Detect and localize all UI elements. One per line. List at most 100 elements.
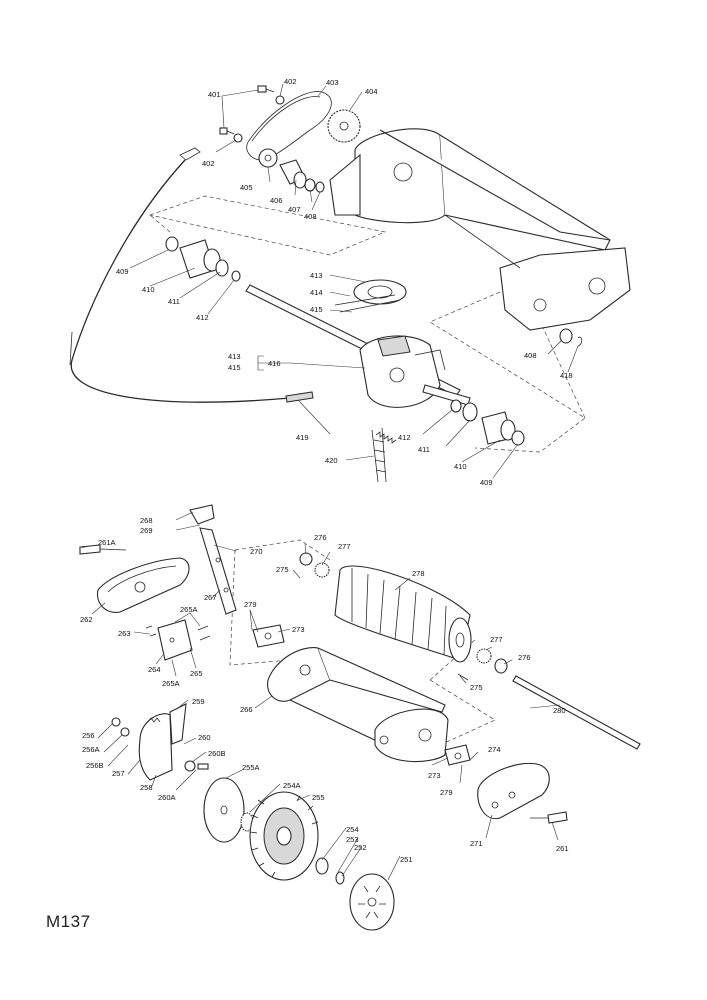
part-labels: 401 402 402 403 404 405 406 407 408 408 …	[80, 77, 573, 864]
label-265A-top: 265A	[180, 605, 198, 614]
wheel-disc-255A	[203, 777, 245, 843]
label-263: 263	[118, 629, 131, 638]
label-413b: 413	[228, 352, 241, 361]
label-256B: 256B	[86, 761, 104, 770]
label-254A: 254A	[283, 781, 301, 790]
label-409a: 409	[116, 267, 129, 276]
assembly-outline-upper	[148, 195, 586, 453]
label-262: 262	[80, 615, 93, 624]
label-265A-bottom: 265A	[162, 679, 180, 688]
label-259: 259	[192, 697, 205, 706]
leader-lines-upper	[129, 83, 579, 479]
label-410b: 410	[454, 462, 467, 471]
label-255A: 255A	[242, 763, 260, 772]
label-256: 256	[82, 731, 95, 740]
control-cable	[69, 147, 314, 403]
label-271: 271	[470, 839, 483, 848]
label-401: 401	[208, 90, 221, 99]
label-419: 419	[296, 433, 309, 442]
label-275-right: 275	[470, 683, 483, 692]
label-265: 265	[190, 669, 203, 678]
side-cover-left	[79, 544, 190, 613]
label-415a: 415	[310, 305, 323, 314]
brush-roller-278	[334, 565, 472, 663]
label-402b: 402	[202, 159, 215, 168]
pulley-413	[334, 279, 407, 313]
label-260B: 260B	[208, 749, 226, 758]
label-268: 268	[140, 516, 153, 525]
bearing-plate-273	[252, 624, 471, 766]
label-403: 403	[326, 78, 339, 87]
label-279-left: 279	[244, 600, 257, 609]
wheel-255	[249, 791, 319, 881]
label-260A: 260A	[158, 793, 176, 802]
label-258: 258	[140, 783, 153, 792]
label-407: 407	[288, 205, 301, 214]
label-411a: 411	[168, 297, 180, 306]
label-279-right: 279	[440, 788, 453, 797]
large-sprocket	[327, 109, 361, 143]
label-276-right: 276	[518, 653, 531, 662]
drive-chain	[246, 91, 332, 161]
washer-402	[233, 95, 285, 143]
bolt-401	[219, 85, 275, 135]
label-413a: 413	[310, 271, 323, 280]
label-418: 418	[560, 371, 573, 380]
label-402a: 402	[284, 77, 297, 86]
gear-277-right	[457, 648, 508, 681]
label-405: 405	[240, 183, 253, 192]
label-408a: 408	[304, 212, 317, 221]
washer-408-right	[559, 328, 583, 347]
height-bracket	[145, 619, 211, 661]
label-255: 255	[312, 793, 325, 802]
label-412b: 412	[398, 433, 411, 442]
label-404: 404	[365, 87, 378, 96]
label-412a: 412	[196, 313, 209, 322]
leader-lines-lower	[81, 511, 561, 881]
label-277-left: 277	[338, 542, 351, 551]
label-280: 280	[553, 706, 566, 715]
spring-420	[371, 427, 397, 483]
label-251: 251	[400, 855, 413, 864]
pawl-assembly	[111, 703, 209, 781]
axle-280	[512, 675, 641, 750]
label-254: 254	[346, 825, 359, 834]
label-410a: 410	[142, 285, 155, 294]
label-278: 278	[412, 569, 425, 578]
label-411b: 411	[418, 445, 430, 454]
label-270: 270	[250, 547, 263, 556]
side-cover-right	[477, 762, 568, 824]
label-275-left: 275	[276, 565, 289, 574]
label-273-right: 273	[428, 771, 441, 780]
frame-rear-top	[329, 128, 631, 331]
label-273-left: 273	[292, 625, 305, 634]
roller-frame-266	[267, 647, 449, 763]
label-406: 406	[270, 196, 283, 205]
label-260: 260	[198, 733, 211, 742]
label-414: 414	[310, 288, 323, 297]
hub-parts-252-254	[315, 857, 345, 885]
bearing-stack-left	[165, 236, 241, 282]
bearing-stack-right	[450, 399, 525, 446]
label-274: 274	[488, 745, 501, 754]
label-408b: 408	[524, 351, 537, 360]
label-266: 266	[240, 705, 253, 714]
label-416: 416	[268, 359, 281, 368]
hubcap-251	[349, 873, 395, 931]
label-257: 257	[112, 769, 125, 778]
label-420: 420	[325, 456, 338, 465]
label-256A: 256A	[82, 745, 100, 754]
diagram-code: M137	[46, 912, 91, 931]
label-276-left: 276	[314, 533, 327, 542]
label-261: 261	[556, 844, 569, 853]
gear-277-left	[299, 552, 330, 578]
label-253: 253	[346, 835, 359, 844]
label-269: 269	[140, 526, 153, 535]
spacer-406	[279, 159, 325, 193]
gearbox-416	[359, 335, 471, 408]
label-252: 252	[354, 843, 367, 852]
label-409b: 409	[480, 478, 493, 487]
adjust-lever	[189, 504, 237, 615]
label-415b: 415	[228, 363, 241, 372]
